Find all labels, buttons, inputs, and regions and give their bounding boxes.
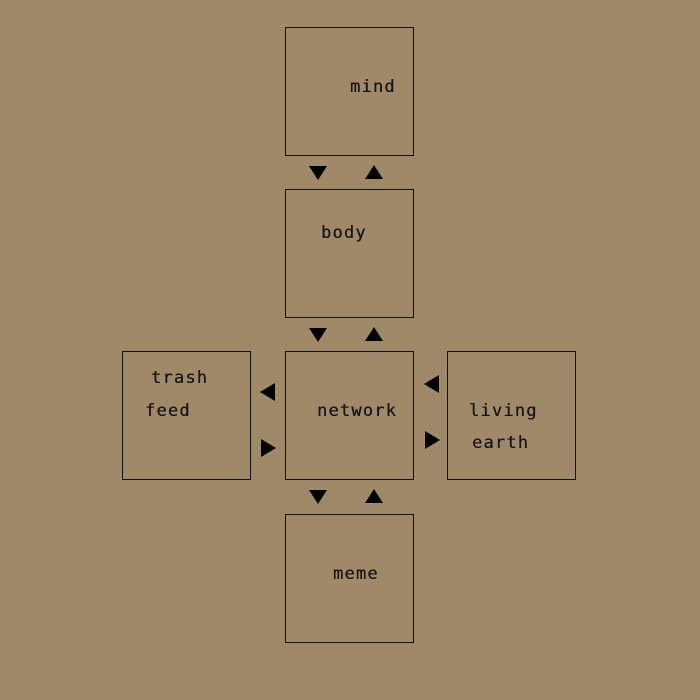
living-earth-label-line1: living <box>469 401 538 421</box>
body-node <box>285 189 414 318</box>
arrow-right-icon <box>261 439 276 457</box>
arrow-right-icon <box>425 431 440 449</box>
arrow-left-icon <box>260 383 275 401</box>
arrow-up-icon <box>365 489 383 503</box>
trash-feed-label-line1: trash <box>151 368 209 388</box>
meme-node <box>285 514 414 643</box>
living-earth-label-line2: earth <box>472 433 530 453</box>
arrow-down-icon <box>309 166 327 180</box>
trash-feed-node <box>122 351 251 480</box>
network-node <box>285 351 414 480</box>
living-earth-node <box>447 351 576 480</box>
body-label: body <box>321 223 367 243</box>
arrow-up-icon <box>365 327 383 341</box>
mind-label: mind <box>350 77 396 97</box>
trash-feed-label-line2: feed <box>145 401 191 421</box>
arrow-down-icon <box>309 490 327 504</box>
mind-node <box>285 27 414 156</box>
arrow-left-icon <box>424 375 439 393</box>
network-label: network <box>317 401 398 421</box>
arrow-up-icon <box>365 165 383 179</box>
meme-label: meme <box>333 564 379 584</box>
arrow-down-icon <box>309 328 327 342</box>
